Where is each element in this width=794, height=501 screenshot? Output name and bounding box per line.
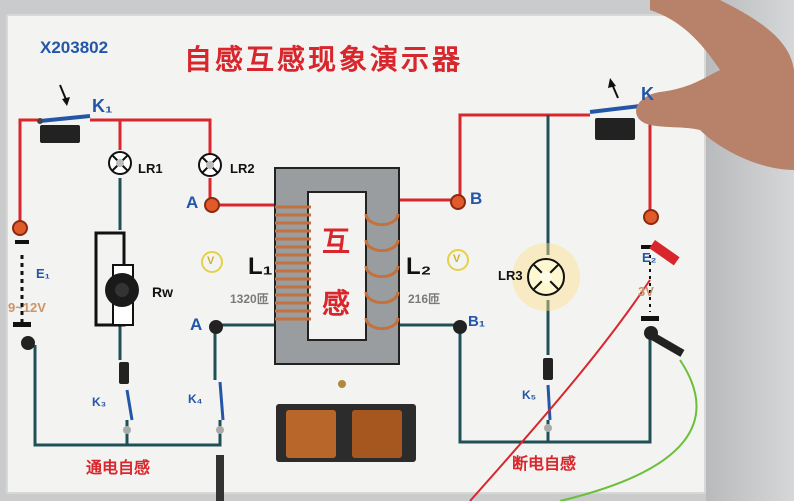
external-green-cable: [559, 359, 698, 501]
voltmeter-right-label: V: [453, 253, 461, 265]
label-lr1: LR1: [138, 161, 163, 176]
label-lr2: LR2: [230, 161, 255, 176]
terminal-a-bottom: A: [190, 315, 203, 334]
battery-e2: [641, 245, 659, 321]
switch-k5: [543, 358, 553, 432]
physical-coils: [276, 380, 416, 462]
battery-e1: [13, 240, 31, 327]
switch-k-right: [589, 78, 641, 140]
external-red-cable: [469, 279, 651, 501]
label-e1: E₁: [36, 266, 51, 281]
caption-left-circuit: 通电自感: [86, 458, 151, 477]
board-title: 自感互感现象演示器: [184, 43, 464, 76]
bulb-lr2: [198, 153, 222, 177]
bulb-lr3: [512, 243, 580, 311]
caption-right-circuit: 断电自感: [512, 454, 577, 473]
bulb-lr1: [108, 151, 132, 175]
switch-k1: [37, 84, 91, 143]
terminal-posts: [12, 194, 659, 350]
rheostat-rw: [94, 231, 139, 327]
voltmeter-left-label: V: [207, 255, 215, 267]
switch-k4: [216, 381, 225, 501]
label-l2: L₂: [406, 253, 432, 280]
label-k-right: K: [641, 84, 654, 104]
terminal-b-bottom: B₁: [468, 313, 486, 330]
core-char-2: 感: [322, 287, 351, 320]
label-l1-turns: 1320匝: [230, 292, 269, 306]
wire-k1-right: [90, 118, 212, 160]
label-l2-turns: 216匝: [408, 292, 441, 306]
label-e2-voltage: 3V: [638, 284, 654, 299]
label-lr3: LR3: [498, 268, 523, 283]
wire-left-top: [18, 118, 40, 225]
core-char-1: 互: [322, 225, 351, 258]
hand-shape: [636, 0, 794, 170]
label-rw: Rw: [152, 284, 173, 300]
switch-k3: [119, 362, 134, 434]
model-number: X203802: [40, 38, 109, 57]
terminal-b-top: B: [470, 189, 483, 208]
label-k1: K₁: [92, 96, 113, 116]
transformer-core: [274, 167, 400, 365]
label-e1-voltage: 9~12V: [8, 300, 46, 315]
voltmeter-right-icon: [447, 249, 469, 271]
label-k5: K₅: [522, 388, 537, 402]
terminal-a-top: A: [186, 193, 199, 212]
coil-l2: [364, 213, 400, 331]
label-e2: E₂: [642, 250, 657, 265]
alligator-clips: [649, 240, 685, 357]
label-k4: K₄: [188, 392, 203, 406]
voltmeter-left-icon: [201, 251, 223, 273]
label-l1: L₁: [248, 253, 273, 280]
coil-l1: [275, 205, 311, 321]
label-k3: K₃: [92, 395, 107, 409]
